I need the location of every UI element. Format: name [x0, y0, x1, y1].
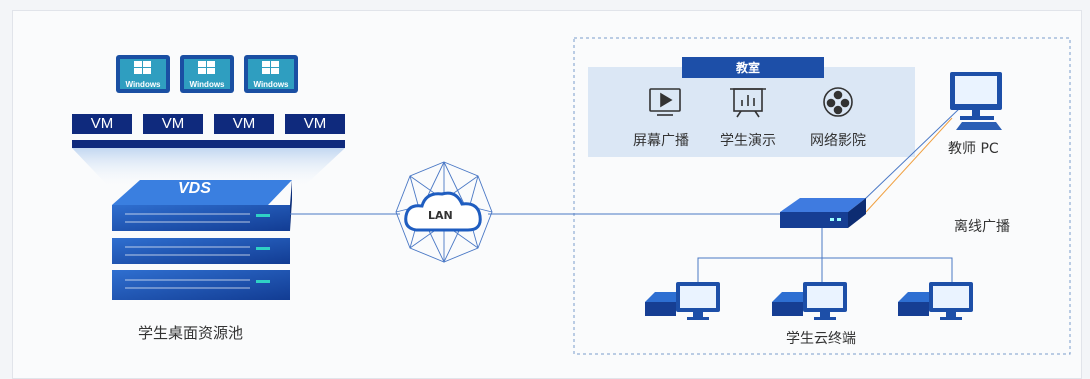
server-stack	[112, 180, 292, 300]
classroom-panel	[588, 67, 915, 157]
screen-broadcast-icon	[649, 88, 681, 116]
vm-box: VM	[72, 114, 132, 134]
windows-monitor	[180, 55, 234, 93]
vm-bar-underline	[72, 140, 345, 148]
student-terminal-icon	[772, 282, 847, 320]
offline-broadcast-line	[865, 117, 953, 213]
vm-beam	[72, 148, 345, 190]
teacher-pc-label: 教师 PC	[948, 141, 999, 157]
vm-box: VM	[214, 114, 274, 134]
switch-icon	[780, 198, 866, 228]
vm-box: VM	[143, 114, 203, 134]
windows-monitor	[116, 55, 170, 93]
classroom-boundary	[573, 37, 1071, 355]
feature-label-student-demo: 学生演示	[720, 133, 776, 149]
link-terminal-bus	[697, 257, 953, 283]
windows-label: Windows	[125, 80, 161, 89]
student-demo-icon	[730, 88, 766, 118]
network-cinema-icon	[823, 87, 853, 117]
feature-label-network-cinema: 网络影院	[810, 133, 866, 149]
classroom-title-bar	[682, 57, 824, 78]
server-brand-label: VDS	[178, 180, 211, 197]
lan-cloud	[395, 161, 493, 264]
student-terminals-label: 学生云终端	[786, 331, 856, 347]
classroom-title: 教室	[736, 61, 761, 75]
offline-broadcast-label: 离线广播	[954, 219, 1010, 235]
windows-label: Windows	[189, 80, 225, 89]
teacher-pc-icon	[950, 72, 1002, 130]
lan-label: LAN	[428, 209, 453, 222]
student-terminal-icon	[645, 282, 720, 320]
pool-label: 学生桌面资源池	[138, 324, 244, 342]
student-terminal-icon	[898, 282, 973, 320]
feature-label-screen-broadcast: 屏幕广播	[633, 133, 689, 149]
link-switch-teacher	[863, 107, 961, 201]
windows-monitor	[244, 55, 298, 93]
vm-box: VM	[285, 114, 345, 134]
windows-label: Windows	[253, 80, 289, 89]
